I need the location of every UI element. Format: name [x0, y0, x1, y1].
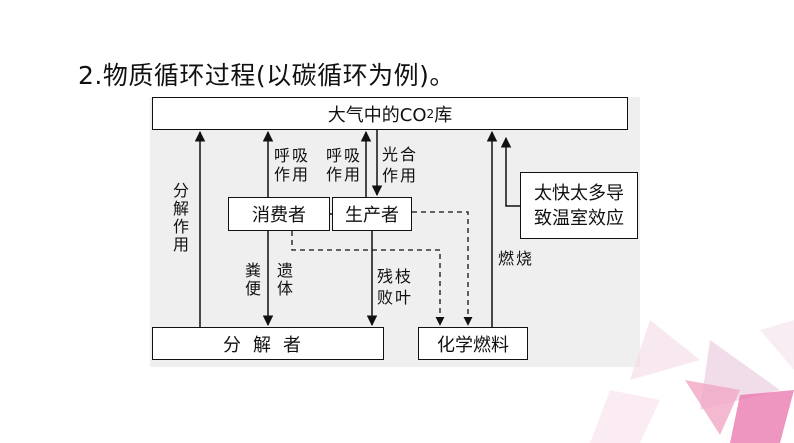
label-combustion: 燃烧 [498, 249, 535, 268]
label-remains: 遗体 [274, 262, 293, 298]
atmosphere-suffix: 库 [434, 104, 453, 126]
label-photosynthesis-2: 作用 [382, 166, 419, 185]
label-respiration-consumer: 呼吸作用 [274, 146, 311, 184]
producer-box: 生产者 [332, 197, 412, 231]
dashed-consumer-to-fuel [291, 231, 445, 326]
decomposer-box: 分解者 [152, 327, 384, 360]
label-respiration-producer: 呼吸作用 [326, 146, 363, 184]
greenhouse-effect-box: 太快太多导 致温室效应 [520, 172, 638, 239]
greenhouse-line-1: 太快太多导 [534, 182, 624, 204]
label-litter-1: 残枝 [377, 267, 414, 286]
atmosphere-prefix: 大气中的CO [327, 104, 427, 126]
label-litter-2: 败叶 [377, 288, 414, 307]
greenhouse-connector [500, 136, 520, 207]
consumer-box: 消费者 [228, 197, 330, 231]
label-decomposition: 分解作用 [170, 182, 189, 254]
decorative-shapes [590, 320, 794, 443]
label-excrement: 粪便 [242, 262, 261, 298]
atmosphere-subscript: 2 [426, 106, 435, 121]
page-heading: 2.物质循环过程(以碳循环为例)。 [78, 61, 455, 90]
fossil-fuel-box: 化学燃料 [418, 327, 528, 360]
label-photosynthesis-1: 光合 [382, 145, 419, 164]
dashed-producer-to-fuel [412, 211, 473, 326]
greenhouse-line-2: 致温室效应 [534, 207, 624, 229]
